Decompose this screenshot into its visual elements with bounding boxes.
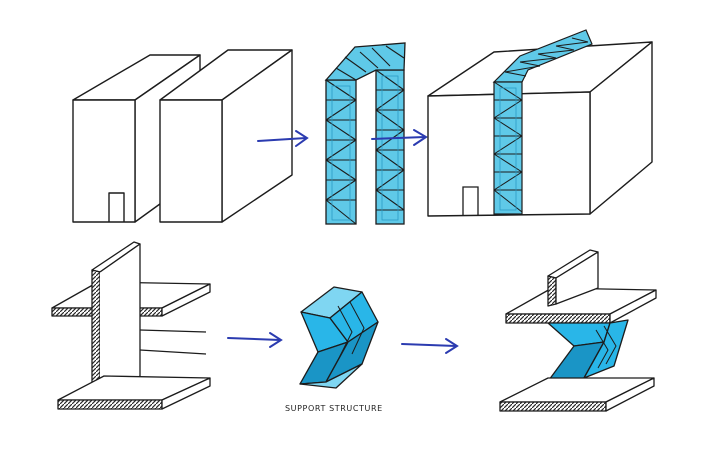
slab-wall-assembly (52, 242, 210, 409)
chevron-support-structure (300, 287, 378, 388)
caption-label: SUPPORT STRUCTURE (285, 404, 383, 413)
two-wall-blocks (73, 50, 292, 222)
truss-arch-support (326, 43, 405, 224)
combined-block-with-truss (428, 30, 652, 216)
arrow-right-icon (402, 339, 457, 353)
slab-wall-with-support (500, 250, 656, 411)
arrow-right-icon (228, 333, 281, 347)
